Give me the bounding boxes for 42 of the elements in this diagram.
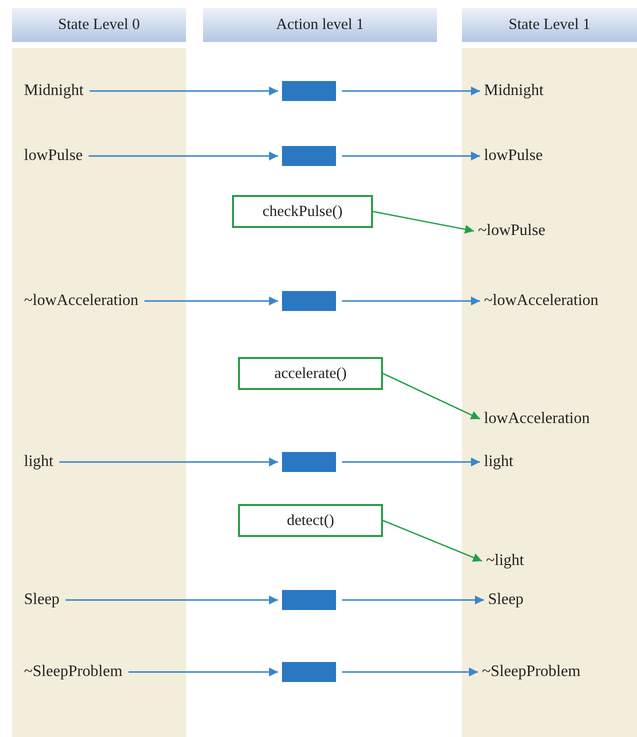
state-label: lowPulse xyxy=(24,146,83,166)
state-label: lowAcceleration xyxy=(484,409,590,429)
arrow xyxy=(382,372,480,420)
action-box: checkPulse() xyxy=(232,195,373,228)
arrow xyxy=(128,668,278,676)
state-label: ~lowPulse xyxy=(478,221,546,241)
arrow xyxy=(66,596,278,604)
action-block xyxy=(282,662,336,682)
action-block xyxy=(282,452,336,472)
arrow xyxy=(342,152,480,160)
arrow xyxy=(342,86,480,96)
state-label: ~lowAcceleration xyxy=(484,291,598,311)
state-label: light xyxy=(24,452,54,472)
column-header: State Level 1 xyxy=(462,8,637,42)
action-box: detect() xyxy=(238,504,383,537)
arrow xyxy=(59,458,278,466)
arrow xyxy=(144,296,278,306)
arrow xyxy=(382,520,482,562)
arrow xyxy=(88,152,278,160)
action-block xyxy=(282,291,336,311)
arrow xyxy=(90,86,278,96)
action-block xyxy=(282,81,336,101)
arrow xyxy=(342,668,478,676)
arrow xyxy=(342,596,484,604)
column-header: Action level 1 xyxy=(203,8,437,42)
arrow xyxy=(372,210,474,234)
arrow xyxy=(342,296,480,306)
arrow xyxy=(342,458,480,466)
state-label: Sleep xyxy=(24,590,60,610)
action-block xyxy=(282,590,336,610)
state-label: ~lowAcceleration xyxy=(24,291,138,311)
state-label: lowPulse xyxy=(484,146,543,166)
state-label: light xyxy=(484,452,514,472)
state-label: ~SleepProblem xyxy=(24,662,122,682)
state-label: Midnight xyxy=(24,81,84,101)
state-label: Midnight xyxy=(484,81,544,101)
state-label: ~SleepProblem xyxy=(482,662,580,682)
state-label: Sleep xyxy=(488,590,524,610)
action-box: accelerate() xyxy=(238,357,383,390)
state-label: ~light xyxy=(486,551,524,571)
column-header: State Level 0 xyxy=(12,8,186,42)
action-block xyxy=(282,146,336,166)
